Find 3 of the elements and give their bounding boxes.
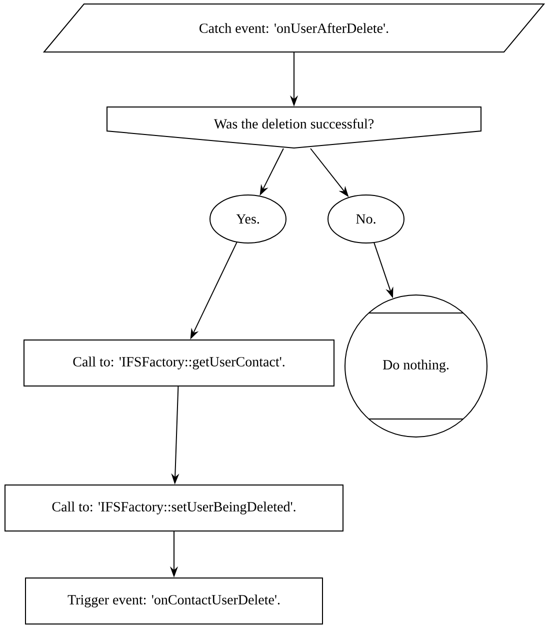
process-box: Trigger event: 'onContactUserDelete'.	[25, 578, 323, 624]
process-box: Call to: 'IFSFactory::getUserContact'.	[24, 340, 334, 386]
process-box: Call to: 'IFSFactory::setUserBeingDeleted'.	[4, 484, 344, 532]
